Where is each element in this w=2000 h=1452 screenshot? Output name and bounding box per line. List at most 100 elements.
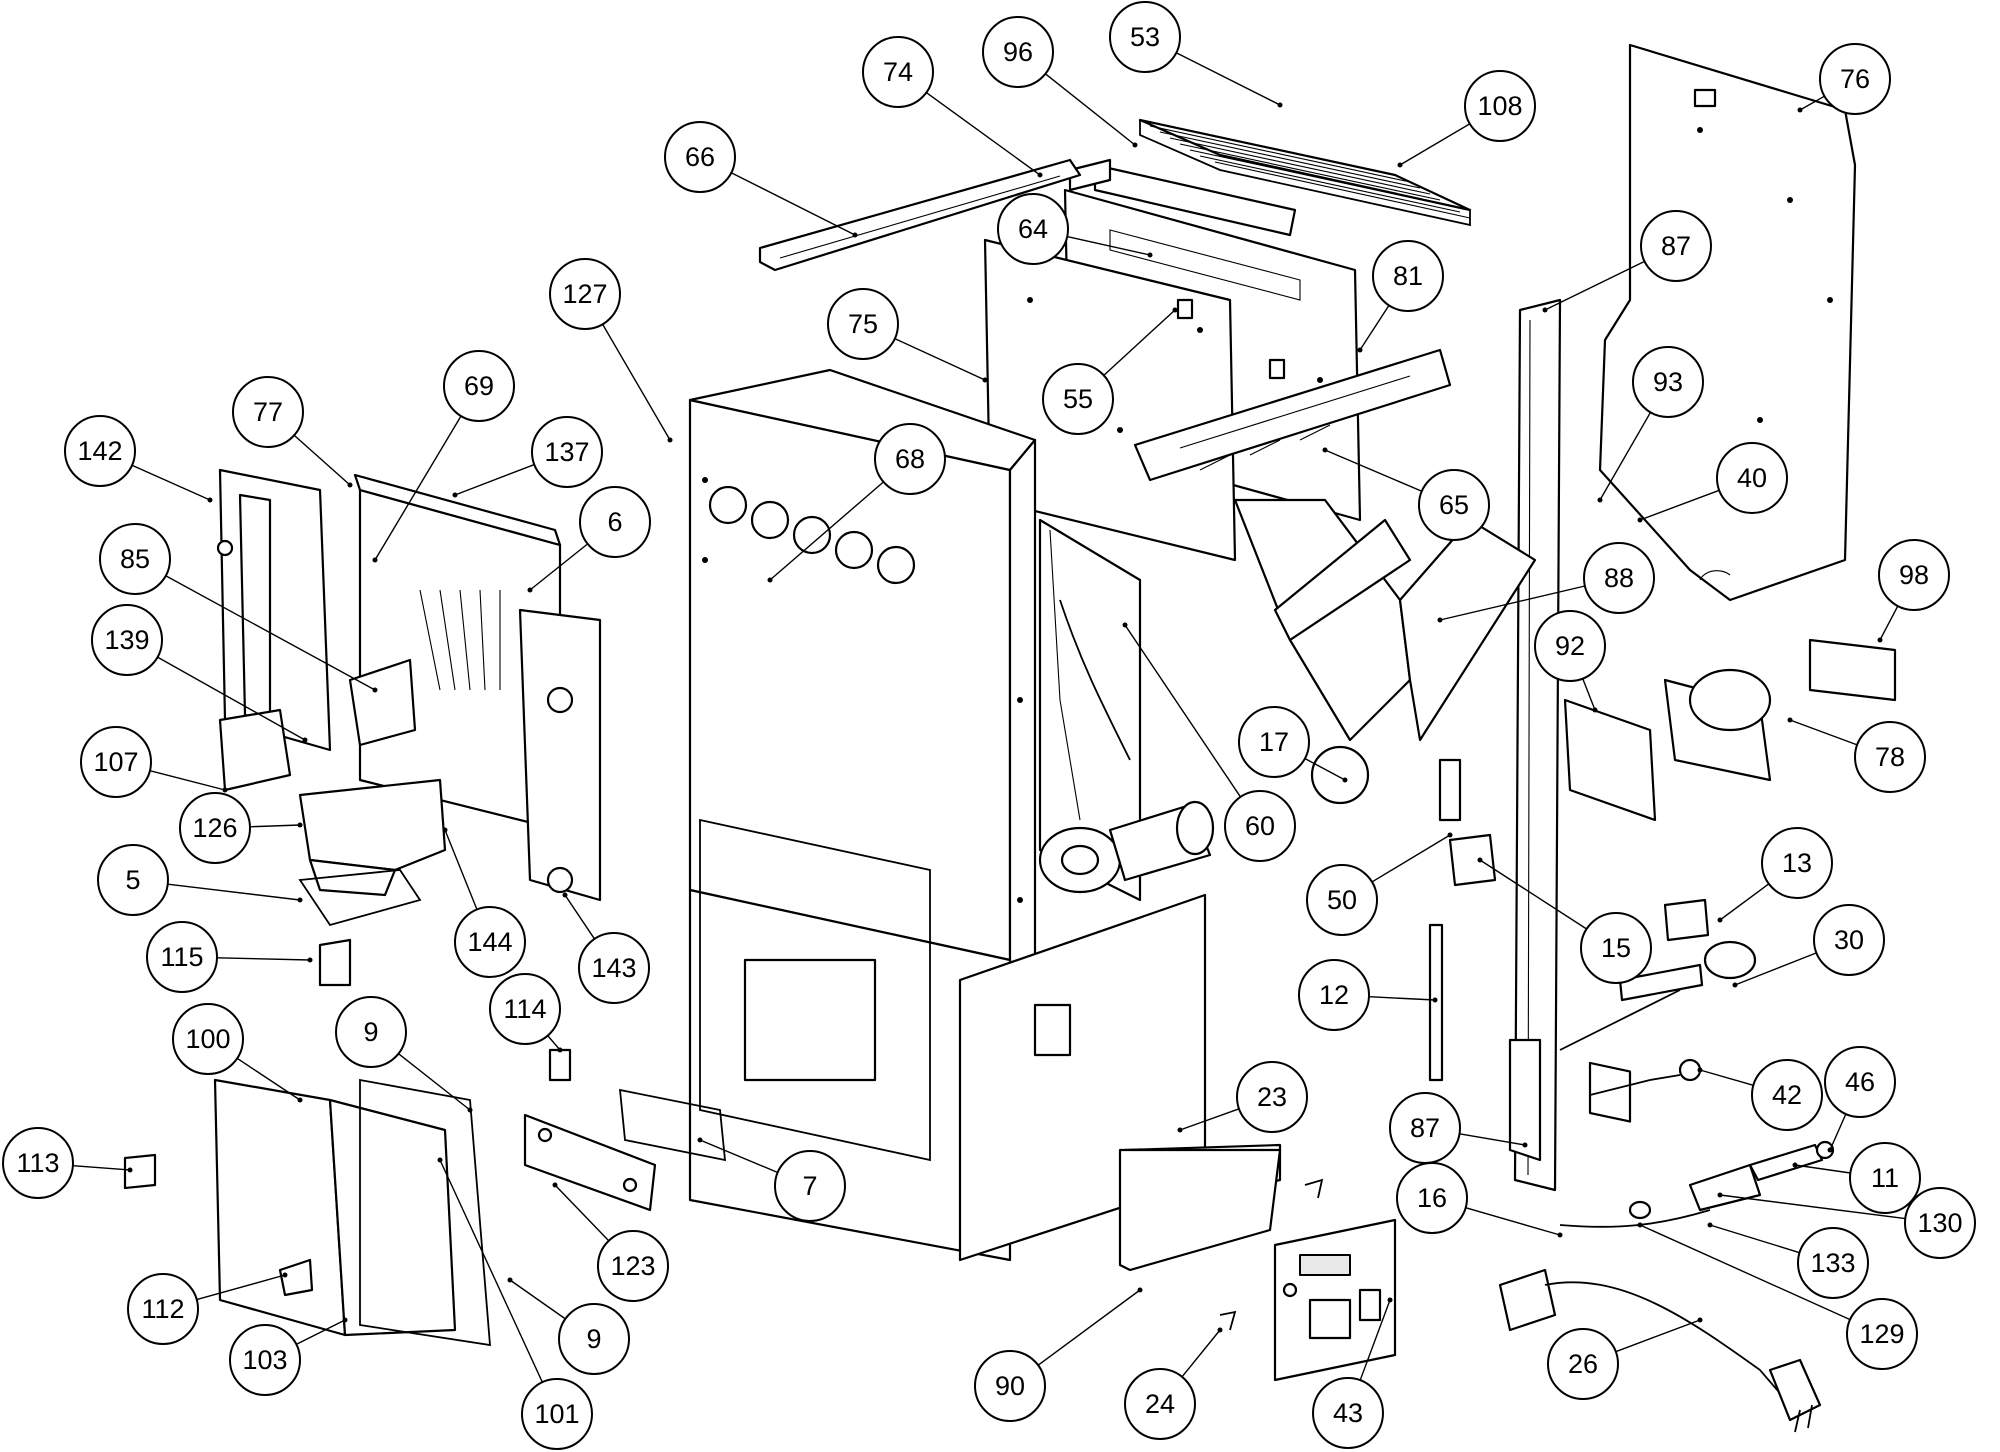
callout-label: 85 <box>120 544 150 574</box>
callout-circle <box>172 1003 244 1075</box>
top-covers <box>758 158 1297 272</box>
leader-end-dot <box>307 957 313 963</box>
callout-circle <box>80 726 152 798</box>
callout-label: 144 <box>467 927 512 957</box>
callout-circle <box>521 1378 593 1450</box>
leader-line <box>769 481 884 581</box>
callout-label: 24 <box>1145 1389 1175 1419</box>
callout-108: 108 <box>1397 70 1536 168</box>
callout-13: 13 <box>1717 827 1833 923</box>
leader-line <box>1359 304 1390 351</box>
callout-11: 11 <box>1792 1142 1921 1214</box>
callout-label: 26 <box>1568 1349 1598 1379</box>
callout-46: 46 <box>1824 1046 1896 1153</box>
callout-label: 92 <box>1555 631 1585 661</box>
callout-circle <box>97 844 169 916</box>
leader-end-dot <box>1797 107 1803 113</box>
callout-label: 115 <box>160 942 203 972</box>
callout-144: 144 <box>442 827 526 978</box>
callout-label: 103 <box>242 1345 287 1375</box>
leader-end-dot <box>297 897 303 903</box>
callout-label: 130 <box>1917 1208 1962 1238</box>
front-door-assembly <box>123 1078 491 1347</box>
callout-label: 114 <box>503 994 546 1024</box>
leader-end-dot <box>1277 102 1283 108</box>
callout-label: 113 <box>16 1148 59 1178</box>
callout-circle <box>146 921 218 993</box>
leader-end-dot <box>1122 622 1128 628</box>
leader-line <box>216 957 311 961</box>
callout-93: 93 <box>1597 346 1704 503</box>
callout-circle <box>579 486 651 558</box>
callout-label: 107 <box>93 747 138 777</box>
callout-label: 50 <box>1327 885 1357 915</box>
leader-line <box>1067 235 1151 256</box>
leader-end-dot <box>342 1317 348 1323</box>
leader-end-dot <box>297 1097 303 1103</box>
leader-line <box>454 463 535 496</box>
leader-line <box>1103 309 1176 376</box>
callout-107: 107 <box>80 726 228 798</box>
callout-label: 78 <box>1875 742 1905 772</box>
power-cord <box>1498 1268 1822 1433</box>
callout-23: 23 <box>1177 1061 1308 1133</box>
leader-end-dot <box>437 1157 443 1163</box>
leader-line <box>730 172 856 236</box>
callout-circle <box>64 415 136 487</box>
leader-line <box>1734 952 1817 986</box>
leader-line <box>1544 260 1645 311</box>
leader-line <box>925 91 1041 176</box>
leader-end-dot <box>1717 1192 1723 1198</box>
callout-circle <box>489 973 561 1045</box>
callout-circle <box>1306 864 1378 936</box>
callout-7: 7 <box>697 1137 846 1222</box>
callout-circle <box>1846 1298 1918 1370</box>
callout-circle <box>229 1324 301 1396</box>
leader-end-dot <box>302 737 308 743</box>
leader-end-dot <box>1697 1317 1703 1323</box>
callout-circle <box>1547 1328 1619 1400</box>
leader-end-dot <box>852 232 858 238</box>
callout-circle <box>1632 346 1704 418</box>
leader-end-dot <box>1437 617 1443 623</box>
callout-68: 68 <box>767 423 946 583</box>
callout-139: 139 <box>91 604 308 743</box>
callout-circle <box>1751 1059 1823 1131</box>
callout-88: 88 <box>1437 542 1655 623</box>
callout-label: 137 <box>544 437 589 467</box>
callout-50: 50 <box>1306 832 1453 936</box>
callout-9: 9 <box>335 996 473 1113</box>
mid-bracket-and-duct <box>1133 348 1537 742</box>
callout-label: 69 <box>464 371 494 401</box>
callout-circle <box>1583 542 1655 614</box>
callout-77: 77 <box>232 376 353 488</box>
callout-65: 65 <box>1322 447 1490 541</box>
inner-firebox <box>1038 518 1142 902</box>
leader-end-dot <box>467 1107 473 1113</box>
leader-end-dot <box>1637 517 1643 523</box>
callout-label: 5 <box>125 865 140 895</box>
callout-103: 103 <box>229 1317 348 1396</box>
leader-end-dot <box>1792 1162 1798 1168</box>
part-drawings <box>123 43 1897 1433</box>
callout-circle <box>443 350 515 422</box>
leader-end-dot <box>1827 1147 1833 1153</box>
callout-78: 78 <box>1787 717 1926 793</box>
callout-circle <box>827 288 899 360</box>
igniter <box>1559 940 1757 1096</box>
leader-end-dot <box>1322 447 1328 453</box>
leader-line <box>529 543 589 591</box>
callout-circle <box>1534 610 1606 682</box>
leader-end-dot <box>442 827 448 833</box>
callout-circle <box>1124 1368 1196 1440</box>
callout-label: 75 <box>848 309 878 339</box>
callout-circle <box>1236 1061 1308 1133</box>
leader-line <box>295 1319 346 1345</box>
leader-line <box>1639 489 1720 521</box>
callout-label: 87 <box>1410 1113 1440 1143</box>
callout-24: 24 <box>1124 1327 1223 1440</box>
callout-label: 93 <box>1653 367 1683 397</box>
callout-130: 130 <box>1717 1187 1976 1259</box>
leader-line <box>894 337 986 381</box>
